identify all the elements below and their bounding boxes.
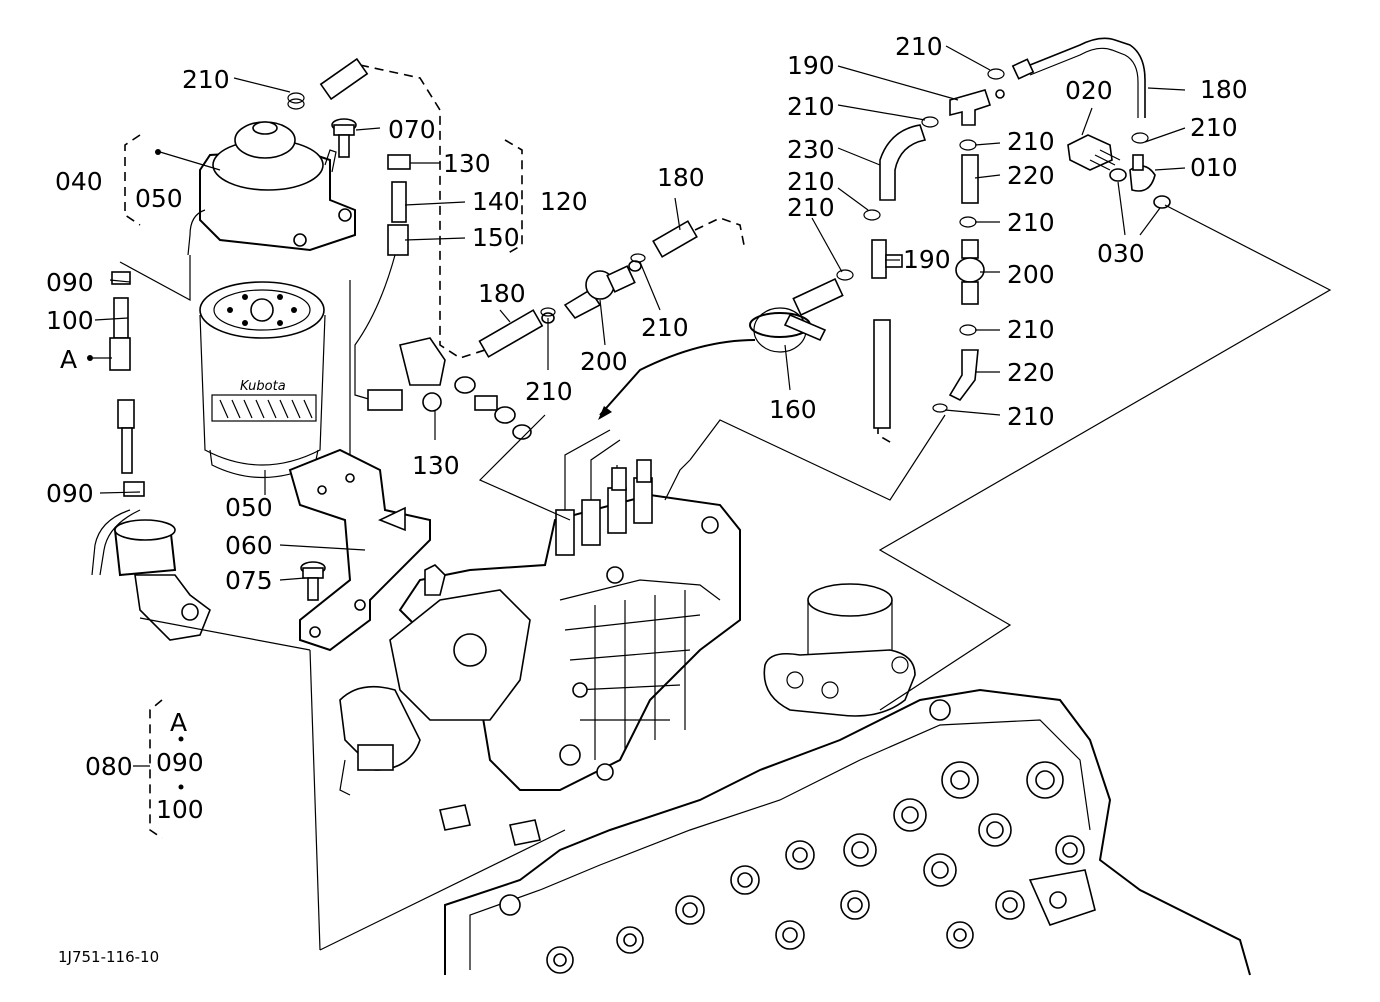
callout-190-top: 190 [787,51,835,80]
callout-210-c: 210 [641,313,689,342]
callout-090-top: 090 [46,268,94,297]
callout-010: 010 [1190,153,1238,182]
callout-210-i: 210 [1007,208,1055,237]
callout-070: 070 [388,115,436,144]
callout-210-g: 210 [787,193,835,222]
fuel-filter-assembly: Kubota [187,121,356,478]
drawing-code: 1J751-116-10 [58,948,159,966]
kit-080-item-100: 100 [156,795,204,824]
callout-210-j: 210 [1007,315,1055,344]
callout-075: 075 [225,566,273,595]
callout-150: 150 [472,223,520,252]
callout-140: 140 [472,187,520,216]
hose-180-top [319,57,369,101]
callout-120: 120 [540,187,588,216]
callout-090-bottom: 090 [46,479,94,508]
callout-050-bottom: 050 [225,493,273,522]
callout-a-ref: A [60,345,77,374]
callout-labels: 210 070 130 140 120 150 040 050 090 100 … [46,32,1248,966]
callout-030: 030 [1097,239,1145,268]
callout-180-right: 180 [1200,75,1248,104]
injection-pump-body [339,429,741,796]
callout-210-a: 210 [182,65,230,94]
thermostat-housing [763,583,916,717]
callout-220-top: 220 [1007,161,1055,190]
hose-set-120 [354,154,442,412]
callout-160: 160 [769,395,817,424]
callout-060: 060 [225,531,273,560]
kit-080-item-090: 090 [156,748,204,777]
callout-210-b: 210 [525,377,573,406]
callout-040: 040 [55,167,103,196]
filter-cartridge: Kubota [199,281,326,478]
fuel-line-route-a [359,64,486,359]
return-line-mid [478,220,698,358]
callout-080: 080 [85,752,133,781]
callout-130-top: 130 [443,149,491,178]
callout-230: 230 [787,135,835,164]
callout-130-bottom: 130 [412,451,460,480]
head-ports [499,699,1085,974]
bolt-070 [331,118,357,158]
filter-brand-label: Kubota [240,379,286,394]
callout-190-mid: 190 [903,245,951,274]
leader-lines [87,45,1332,951]
outlet-fittings [399,337,532,440]
callout-180-mid: 180 [657,163,705,192]
callout-210-d: 210 [895,32,943,61]
return-line-right [792,37,1171,429]
fuel-feed-pump [113,519,211,641]
bolt-075 [300,561,326,601]
clamp-band-160 [598,307,827,420]
callout-100: 100 [46,306,94,335]
callout-210-h: 210 [1007,127,1055,156]
kit-080-item-a: A [170,708,187,737]
callout-020: 020 [1065,76,1113,105]
engine-block-illustration [339,429,1251,976]
callout-210-f: 210 [787,167,835,196]
callout-050-top: 050 [135,184,183,213]
callout-210-e: 210 [787,92,835,121]
callout-220-bottom: 220 [1007,358,1055,387]
callout-200-right: 200 [1007,260,1055,289]
callout-210-l: 210 [1190,113,1238,142]
callout-210-k: 210 [1007,402,1055,431]
callout-180-left: 180 [478,279,526,308]
fuel-line-route-b [694,217,746,251]
callout-200-left: 200 [580,347,628,376]
